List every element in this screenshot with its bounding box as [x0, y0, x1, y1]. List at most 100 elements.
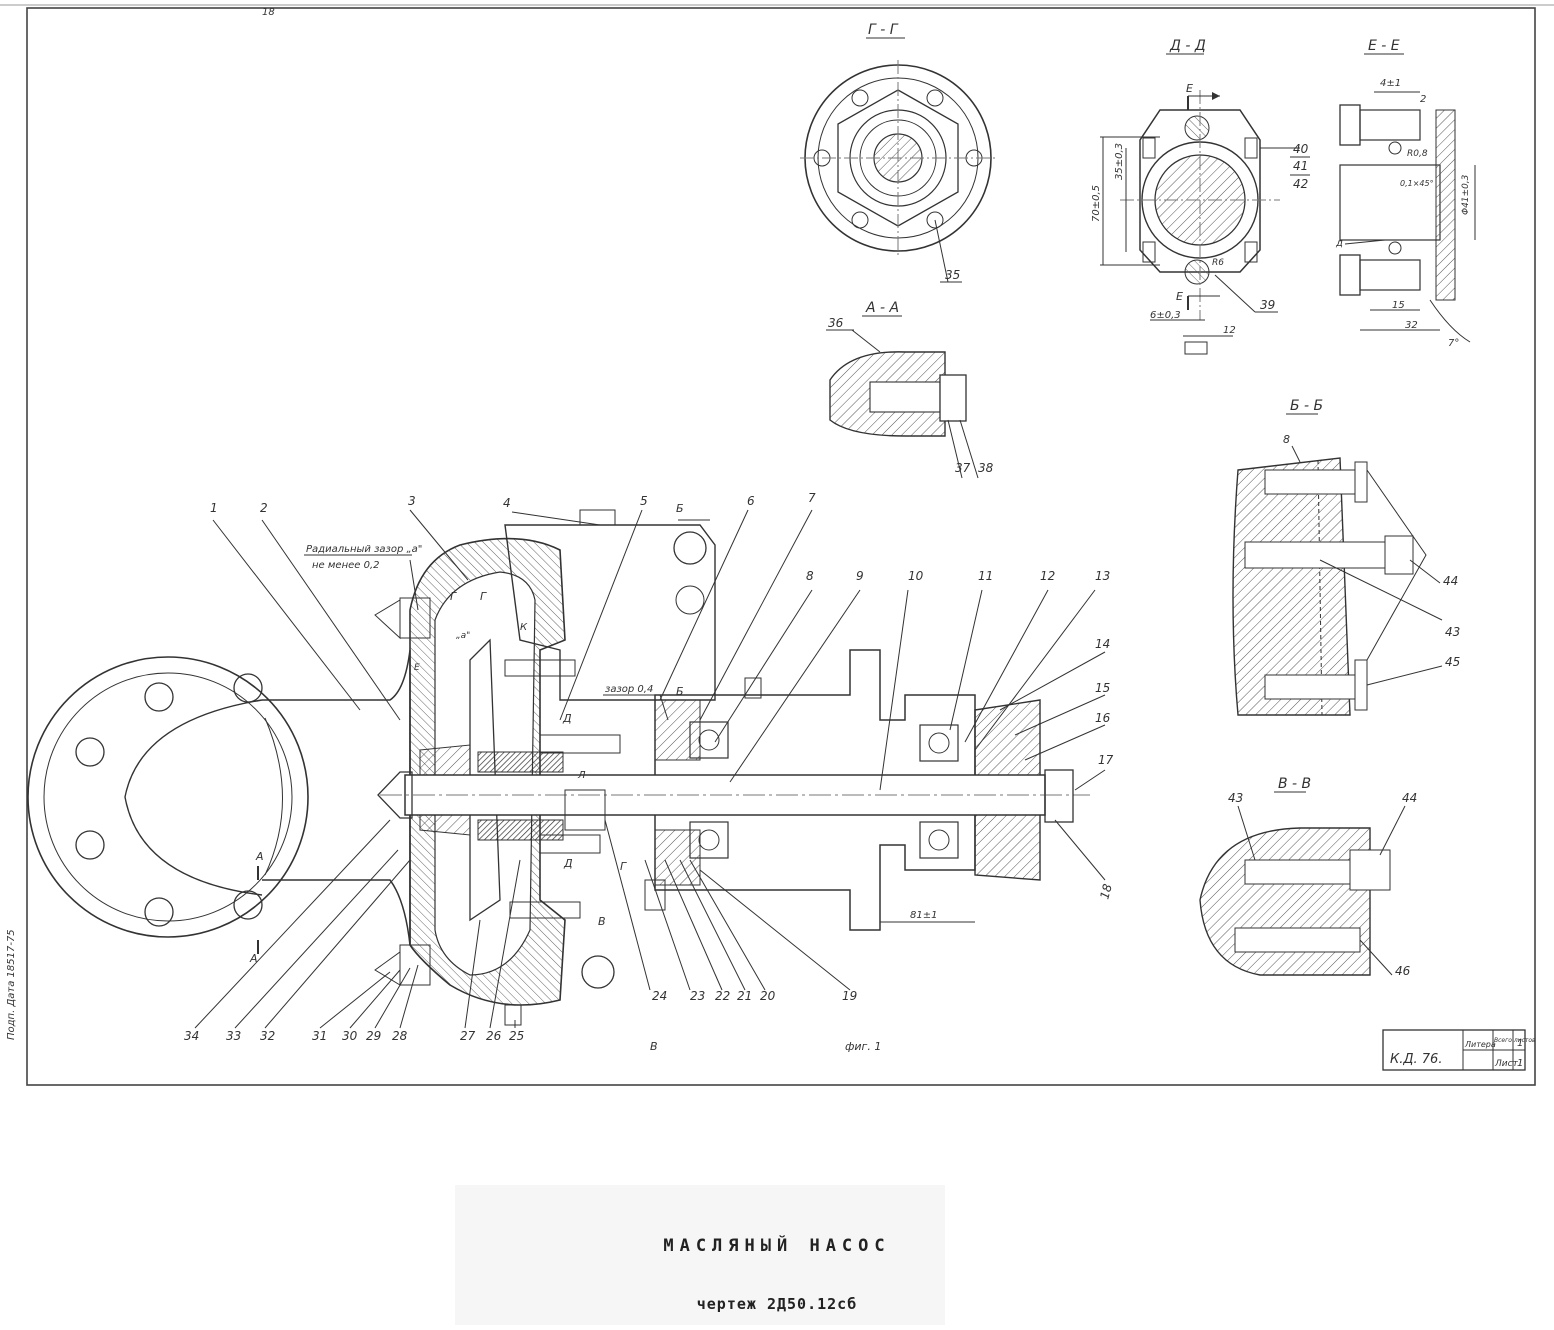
- title-code: К.Д. 76.: [1390, 1052, 1442, 1067]
- part-4: 4: [503, 496, 511, 510]
- part-19: 19: [842, 989, 857, 1003]
- part-numbers: 1 2 3 4 5 6 7 8 9 10 11 12 13 14 15 16 1…: [184, 491, 1115, 1043]
- part-20: 20: [760, 989, 776, 1003]
- section-aa: А - А 36 37 38: [826, 300, 994, 479]
- part-45: 45: [1445, 655, 1460, 669]
- part-44: 44: [1443, 574, 1458, 588]
- svg-text:А: А: [249, 952, 258, 965]
- part-22: 22: [715, 989, 730, 1003]
- part-41: 41: [1293, 159, 1308, 173]
- svg-text:д: д: [1335, 238, 1343, 249]
- svg-text:6±0,3: 6±0,3: [1150, 310, 1181, 321]
- svg-text:70±0,5: 70±0,5: [1091, 185, 1102, 222]
- svg-text:1: 1: [1517, 1058, 1523, 1069]
- svg-text:Л: Л: [577, 770, 586, 781]
- part-44b: 44: [1402, 791, 1417, 805]
- part-27: 27: [460, 1029, 476, 1043]
- part-6: 6: [747, 494, 755, 508]
- margin-side-text: Подп. Дата 18517-75: [6, 929, 17, 1040]
- part-30: 30: [342, 1029, 358, 1043]
- svg-text:Е: Е: [1186, 82, 1193, 95]
- svg-text:Φ41±0,3: Φ41±0,3: [1461, 174, 1471, 215]
- part-21: 21: [737, 989, 752, 1003]
- part-7: 7: [808, 491, 816, 505]
- svg-text:Е - Е: Е - Е: [1368, 38, 1400, 54]
- part-29: 29: [366, 1029, 381, 1043]
- svg-text:А - А: А - А: [865, 300, 899, 316]
- part-23: 23: [690, 989, 705, 1003]
- part-46: 46: [1395, 964, 1411, 978]
- part-12: 12: [1040, 569, 1055, 583]
- part-32: 32: [260, 1029, 275, 1043]
- svg-text:32: 32: [1405, 320, 1418, 331]
- section-ee: Е - Е 4±1 2 R0,8 0,1×45° Φ41±0,3 д 15 32…: [1335, 38, 1476, 349]
- svg-text:Г - Г: Г - Г: [868, 22, 899, 38]
- part-33: 33: [226, 1029, 241, 1043]
- part-13: 13: [1095, 569, 1110, 583]
- section-vv: В - В 43 44 46: [1199, 776, 1417, 978]
- svg-text:15: 15: [1392, 300, 1405, 311]
- part-8b: 8: [1283, 433, 1290, 446]
- part-leaders: [194, 509, 1106, 1029]
- part-5: 5: [640, 494, 648, 508]
- svg-text:В - В: В - В: [1278, 776, 1311, 792]
- part-28: 28: [392, 1029, 408, 1043]
- svg-text:1: 1: [1517, 1038, 1523, 1049]
- caption-subtitle: чертеж 2Д50.12сб: [696, 1295, 858, 1313]
- part-39: 39: [1260, 298, 1275, 312]
- svg-text:R6: R6: [1212, 258, 1224, 268]
- svg-text:Б: Б: [676, 685, 684, 698]
- part-8: 8: [806, 569, 814, 583]
- part-36: 36: [828, 316, 844, 330]
- main-annotations: Радиальный зазор „а" не менее 0,2 „а" за…: [249, 502, 975, 1053]
- part-38: 38: [978, 461, 994, 475]
- svg-text:R0,8: R0,8: [1407, 149, 1428, 159]
- part-31: 31: [312, 1029, 327, 1043]
- part-3: 3: [408, 494, 416, 508]
- part-43: 43: [1445, 625, 1460, 639]
- svg-text:Е: Е: [1176, 290, 1183, 303]
- section-dd: Д - Д Е Е 70±0,5 35±0,3 R6 6±0,3 12 40: [1091, 38, 1310, 355]
- part-42: 42: [1293, 177, 1308, 191]
- part-35: 35: [945, 268, 960, 282]
- svg-text:81±1: 81±1: [910, 910, 937, 921]
- svg-text:Б - Б: Б - Б: [1290, 398, 1323, 414]
- section-gg: Г - Г 35: [800, 22, 996, 283]
- svg-text:„а": „а": [456, 631, 470, 641]
- part-18: 18: [1097, 882, 1115, 901]
- svg-text:Д: Д: [562, 712, 572, 725]
- note-gap: зазор 0,4: [605, 684, 653, 695]
- part-34: 34: [184, 1029, 199, 1043]
- svg-text:Д: Д: [563, 857, 573, 870]
- part-40: 40: [1293, 142, 1309, 156]
- drawing-frame: [26, 7, 1536, 1086]
- svg-text:В: В: [598, 915, 606, 928]
- svg-text:12: 12: [1223, 325, 1236, 336]
- part-10: 10: [908, 569, 924, 583]
- svg-text:7°: 7°: [1448, 338, 1459, 349]
- main-assembly: [27, 509, 1090, 1026]
- svg-text:4±1: 4±1: [1380, 78, 1401, 89]
- svg-text:Г: Г: [620, 860, 627, 873]
- svg-text:Д - Д: Д - Д: [1169, 38, 1206, 54]
- part-37: 37: [955, 461, 971, 475]
- part-9: 9: [856, 569, 864, 583]
- title-block: К.Д. 76. Литера Всего листов 1 Лист 1: [1382, 1029, 1536, 1071]
- svg-text:35±0,3: 35±0,3: [1114, 143, 1125, 180]
- svg-text:Б: Б: [676, 502, 684, 515]
- part-43b: 43: [1228, 791, 1243, 805]
- svg-text:Е: Е: [414, 663, 420, 673]
- part-14: 14: [1095, 637, 1110, 651]
- svg-text:Г: Г: [450, 590, 457, 603]
- part-16: 16: [1095, 711, 1111, 725]
- svg-text:Литера: Литера: [1464, 1040, 1496, 1049]
- note-radial-gap-1: Радиальный зазор „а": [306, 544, 422, 555]
- part-17: 17: [1098, 753, 1114, 767]
- margin-top-number: 18: [262, 7, 275, 18]
- svg-text:Всего листов: Всего листов: [1494, 1037, 1536, 1044]
- part-25: 25: [509, 1029, 524, 1043]
- svg-text:0,1×45°: 0,1×45°: [1400, 179, 1434, 188]
- caption-title: МАСЛЯНЫЙ НАСОС: [663, 1236, 891, 1256]
- part-1: 1: [210, 501, 218, 515]
